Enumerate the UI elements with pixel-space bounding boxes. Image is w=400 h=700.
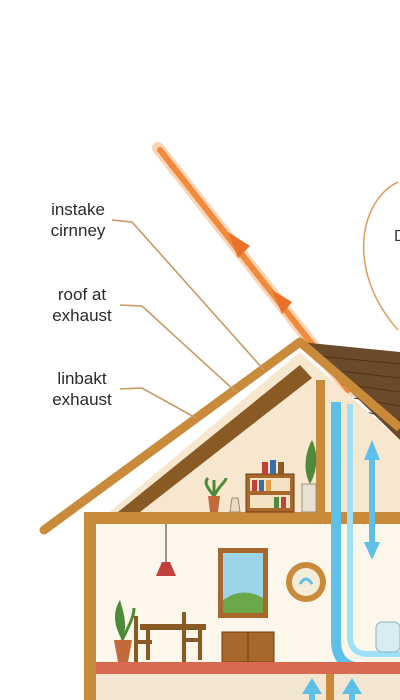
label-1-line-1: instake <box>51 200 105 219</box>
label-3-line-1: linbakt <box>57 369 107 388</box>
floor <box>96 662 400 674</box>
attic-post <box>316 380 325 520</box>
label-2-line-1: roof at <box>57 285 107 304</box>
label-1-line-2: cirnney <box>50 221 106 240</box>
vase <box>229 497 241 513</box>
attic-floor-beam <box>84 512 400 524</box>
wall-post-left <box>84 520 96 700</box>
pendant-lamp <box>156 524 176 576</box>
edge-text: D <box>394 228 400 245</box>
armchair <box>375 621 400 653</box>
label-instake-chimney: instake cirnney <box>40 199 116 241</box>
bookshelf <box>245 473 295 513</box>
dining-table <box>134 612 206 662</box>
lower-post <box>326 674 334 700</box>
attic-top-books <box>262 460 284 474</box>
wall-clock <box>286 562 326 602</box>
roof-beam-left <box>39 337 305 535</box>
floor-airflow-arrows <box>302 678 362 700</box>
picture-frame <box>218 548 268 618</box>
attic-beam <box>118 365 312 512</box>
label-roof-exhaust: roof at exhaust <box>44 284 120 326</box>
potted-plant-tall <box>301 440 317 513</box>
roof-beam-right <box>297 338 400 432</box>
airflow-loop-line <box>362 181 399 331</box>
leader-line-3 <box>119 387 197 419</box>
leader-line-1 <box>111 219 265 371</box>
label-2-line-2: exhaust <box>52 306 112 325</box>
leader-line-2 <box>119 304 237 393</box>
sideboard <box>221 631 275 663</box>
label-linbakt-exhaust: linbakt exhaust <box>44 368 120 410</box>
potted-plant-attic <box>204 476 228 512</box>
label-3-line-2: exhaust <box>52 390 112 409</box>
potted-plant-floor <box>114 600 136 662</box>
